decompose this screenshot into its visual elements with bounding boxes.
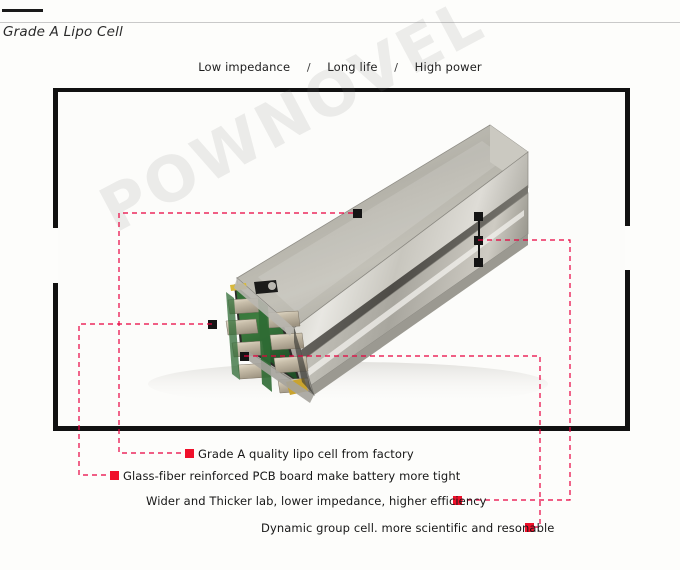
callout-square-dynamic [525, 523, 534, 532]
product-photo [58, 92, 625, 426]
header-divider [0, 22, 680, 23]
tagline-separator-1: / [394, 61, 399, 74]
lipo-cell-illustration [58, 92, 625, 426]
marker-right-bot [474, 258, 483, 267]
tagline-item-1: Long life [327, 60, 378, 74]
photo-frame-right-lower [625, 270, 630, 431]
tagline-item-0: Low impedance [198, 60, 291, 74]
callout-text-grade-a: Grade A quality lipo cell from factory [198, 447, 414, 461]
tagline-separator-0: / [306, 61, 311, 74]
page-title: Grade A Lipo Cell [3, 24, 124, 40]
callout-square-pcb [110, 471, 119, 480]
callout-square-grade-a [185, 449, 194, 458]
marker-right-mid [474, 236, 483, 245]
photo-frame-left-lower [53, 283, 58, 431]
callout-text-tab: Wider and Thicker lab, lower impedance, … [146, 494, 487, 508]
photo-frame-left-upper [53, 88, 58, 228]
tagline: Low impedance / Long life / High power [0, 60, 680, 74]
photo-frame-right-upper [625, 88, 630, 226]
header-accent-bar [2, 9, 43, 12]
callout-text-pcb: Glass-fiber reinforced PCB board make ba… [123, 469, 461, 483]
marker-pcb-upper [208, 320, 217, 329]
tagline-item-2: High power [414, 60, 482, 74]
callout-square-tab [453, 496, 462, 505]
photo-frame-top [53, 88, 630, 92]
photo-frame-bottom [53, 426, 630, 431]
callout-text-dynamic: Dynamic group cell. more scientific and … [261, 521, 555, 535]
marker-pcb-lower [240, 352, 249, 361]
marker-top-face [353, 209, 362, 218]
